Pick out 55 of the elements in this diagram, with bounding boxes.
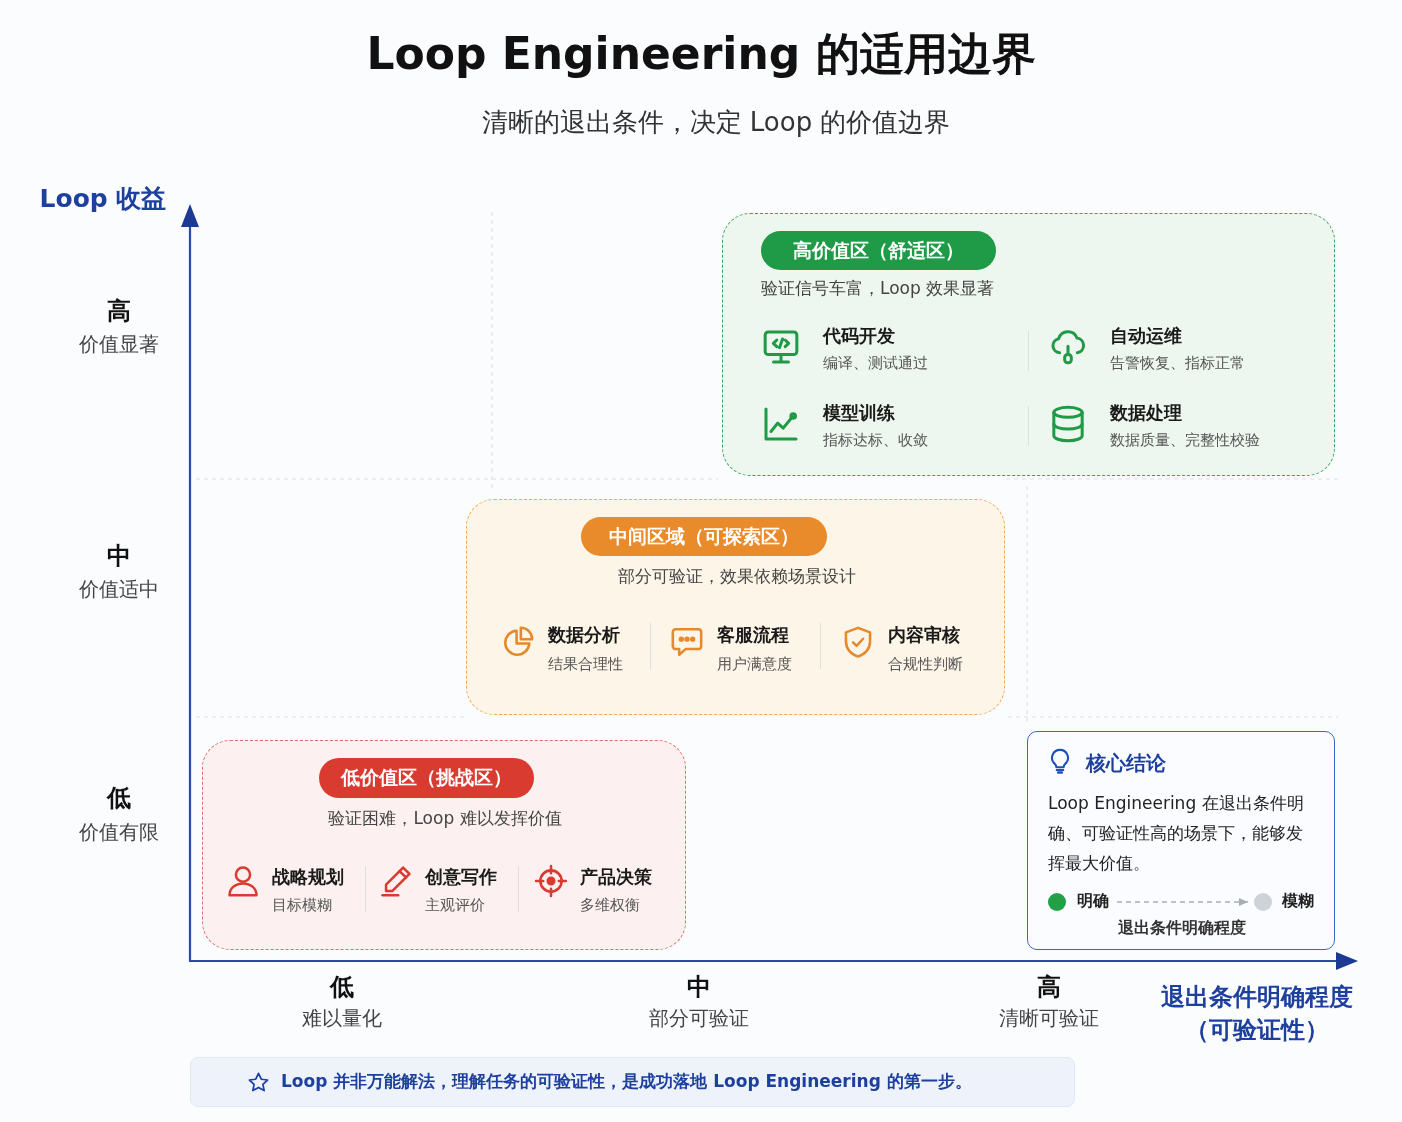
item-desc: 结果合理性: [548, 655, 623, 674]
level-desc: 价值显著: [78, 330, 160, 358]
level-desc: 难以量化: [301, 1004, 383, 1032]
scale-caption: 退出条件明确程度: [1117, 918, 1247, 938]
zone-subtitle: 部分可验证，效果依赖场景设计: [616, 566, 857, 588]
zone-title-pill: 高价值区（舒适区）: [761, 231, 996, 270]
zone-title-pill: 中间区域（可探索区）: [581, 517, 827, 556]
level-label: 中: [686, 972, 712, 1003]
item-desc: 多维权衡: [580, 896, 640, 915]
item-desc: 指标达标、收敛: [823, 431, 928, 450]
zone-subtitle: 验证信号车富，Loop 效果显著: [761, 278, 996, 300]
card-heading: 核心结论: [1086, 751, 1166, 776]
level-desc: 部分可验证: [648, 1004, 750, 1032]
item-title: 自动运维: [1110, 325, 1182, 348]
axis-title: Loop 收益: [38, 183, 168, 215]
diagram-subtitle: 清晰的退出条件，决定 Loop 的价值边界: [480, 105, 952, 139]
item-desc: 数据质量、完整性校验: [1110, 431, 1260, 450]
item-title: 创意写作: [425, 866, 497, 889]
level-label: 低: [328, 972, 355, 1003]
item-desc: 合规性判断: [888, 655, 963, 674]
diagram-title: Loop Engineering 的适用边界: [365, 27, 1037, 81]
card-body-text: Loop Engineering 在退出条件明确、可验证性高的场景下，能够发挥最大价值。: [1048, 792, 1305, 875]
scale-end-dot: [1254, 893, 1272, 911]
level-label: 低: [105, 783, 132, 814]
axis-title: 退出条件明确程度（可验证性）: [1160, 982, 1354, 1046]
item-desc: 目标模糊: [272, 896, 332, 915]
conclusion-card: [1027, 731, 1335, 950]
zone-title-pill: 低价值区（挑战区）: [319, 758, 534, 798]
item-title: 数据处理: [1110, 402, 1182, 425]
note-text: Loop 并非万能解法，理解任务的可验证性，是成功落地 Loop Engineering 的第一步。: [281, 1071, 972, 1093]
item-title: 产品决策: [580, 866, 652, 889]
level-desc: 价值有限: [78, 818, 160, 846]
item-title: 数据分析: [548, 624, 620, 647]
item-desc: 告警恢复、指标正常: [1110, 354, 1245, 373]
zone-panel: [202, 740, 686, 950]
scale-label: 模糊: [1282, 891, 1314, 911]
zone-subtitle: 验证困难，Loop 难以发挥价值: [327, 808, 563, 830]
level-label: 高: [1036, 972, 1062, 1003]
note-banner: [190, 1057, 1075, 1107]
level-desc: 价值适中: [78, 575, 160, 603]
item-desc: 主观评价: [425, 896, 485, 915]
item-desc: 编译、测试通过: [823, 354, 928, 373]
arrow: [1116, 898, 1249, 906]
item-title: 模型训练: [823, 402, 895, 425]
item-title: 内容审核: [888, 624, 960, 647]
zone-panel: [466, 499, 1005, 715]
level-label: 中: [106, 541, 132, 572]
level-desc: 清晰可验证: [998, 1004, 1100, 1032]
item-title: 代码开发: [823, 325, 895, 348]
zone-panel: [722, 213, 1335, 476]
item-title: 客服流程: [717, 624, 789, 647]
item-title: 战略规划: [272, 866, 344, 889]
scale-label: 明确: [1077, 891, 1109, 911]
item-desc: 用户满意度: [717, 655, 792, 674]
level-label: 高: [106, 296, 132, 327]
